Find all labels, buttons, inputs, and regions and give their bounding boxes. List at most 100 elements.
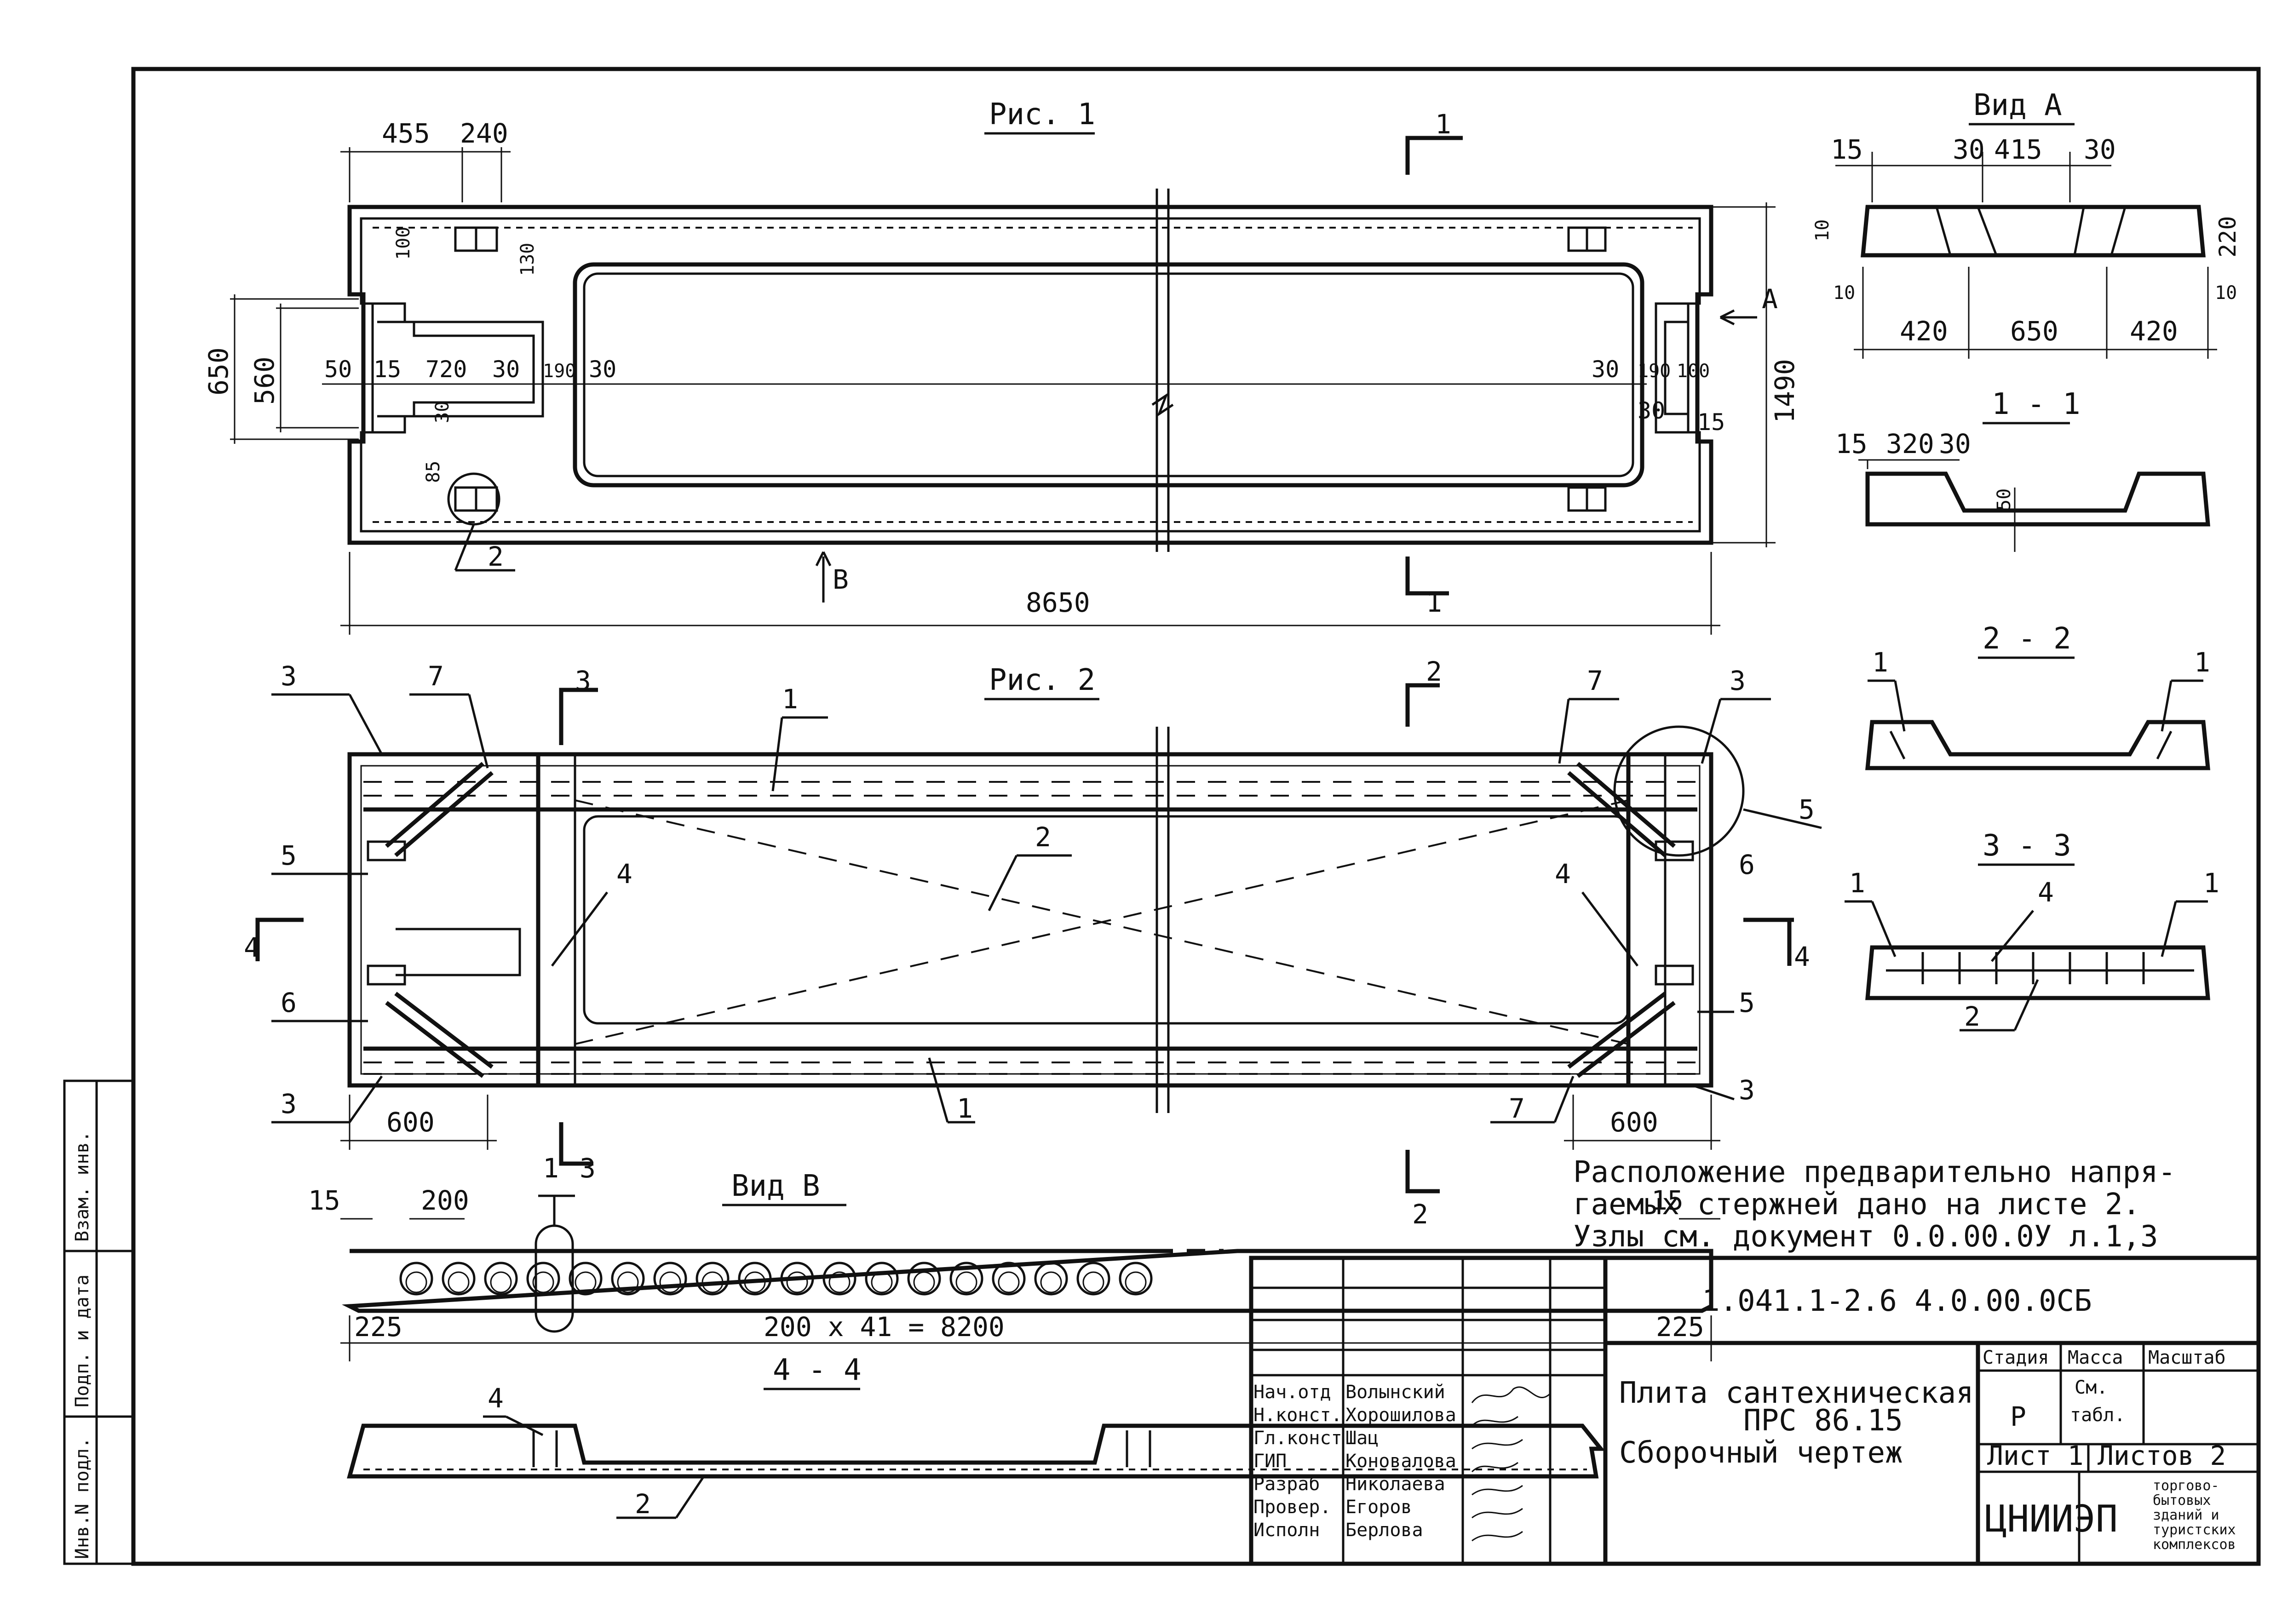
vid-a-dim-30b: 30 <box>2084 134 2116 165</box>
vid-a-dim-10b: 10 <box>1833 282 1855 304</box>
fig1-dim-100: 100 <box>393 227 414 260</box>
fig2-label-7-br: 7 <box>1509 1093 1525 1124</box>
sec44-label-4: 4 <box>488 1383 504 1414</box>
stamp-stage-val: Р <box>2010 1401 2026 1432</box>
vid-a-dim-415: 415 <box>1994 134 2042 165</box>
vid-b-callout-1: 1 <box>543 1153 559 1184</box>
fig2-slab-outline <box>347 752 1713 1088</box>
sec33-label-1a: 1 <box>1849 867 1865 899</box>
vid-a-dim-220: 220 <box>2214 216 2241 258</box>
fig1-dim-r100: 100 <box>1677 361 1710 382</box>
sec33-title: 3 - 3 <box>1983 829 2071 863</box>
stamp-doc-code: 1.041.1-2.6 4.0.00.0СБ <box>1702 1284 2092 1318</box>
fig2-dim-600-right: 600 <box>1610 1107 1658 1138</box>
vid-b-hole <box>949 1262 983 1296</box>
role-3: ГИП <box>1253 1451 1287 1472</box>
fig2-sec3-top: 3 <box>575 665 591 696</box>
section-2-2: 2 - 2 1 1 <box>1865 622 2210 770</box>
vid-b-dim-15r: 15 <box>1651 1185 1684 1216</box>
fig1-dim-30a: 30 <box>492 356 520 383</box>
fig1-dim-85: 85 <box>423 461 444 483</box>
vid-b-hole <box>442 1262 476 1296</box>
note-line-2: гаемых стержней дано на листе 2. <box>1573 1188 2140 1222</box>
vid-a-dim-10c: 10 <box>2215 282 2237 304</box>
vid-b-hole-inner <box>786 1271 808 1293</box>
stamp-org-desc-5: комплексов <box>2153 1537 2236 1553</box>
vid-b-dim-200: 200 <box>421 1185 469 1216</box>
fig1-dim-r15: 15 <box>1697 409 1725 436</box>
fig1-right-pocket <box>1655 302 1697 434</box>
role-0: Нач.отд <box>1253 1382 1331 1403</box>
sec11-title: 1 - 1 <box>1992 387 2081 421</box>
sec22-label-1b: 1 <box>2194 647 2210 678</box>
fig2-label-7-tr: 7 <box>1587 665 1603 696</box>
vid-b-hole <box>484 1262 518 1296</box>
stamp-org-desc-2: бытовых <box>2153 1492 2211 1509</box>
vid-b-hole-inner <box>575 1271 597 1293</box>
section-3-3: 3 - 3 1 4 1 2 <box>1845 829 2219 1032</box>
fig1-dim-130: 130 <box>517 243 538 276</box>
vid-b-hole <box>738 1262 772 1296</box>
vid-b-hole-inner <box>828 1271 851 1293</box>
fig1-dim-15: 15 <box>374 356 401 383</box>
fig2-sec2-top: 2 <box>1426 656 1442 687</box>
vid-b-hole-inner <box>701 1271 724 1293</box>
fig1-opening <box>573 262 1644 488</box>
vid-b-hole-inner <box>1040 1271 1062 1293</box>
role-4: Разраб <box>1253 1474 1320 1495</box>
vid-b-title: Вид В <box>731 1169 820 1203</box>
figure-1: Рис. 1 455 240 <box>203 98 1800 635</box>
fig1-callout-2: 2 <box>488 541 504 572</box>
fig1-dim-240: 240 <box>460 118 508 149</box>
vid-b-hole <box>865 1262 899 1296</box>
stamp-org-desc-3: зданий и <box>2153 1507 2219 1523</box>
sec22-label-1a: 1 <box>1872 647 1888 678</box>
sec11-dim-30: 30 <box>1939 428 1971 459</box>
role-2: Гл.конст <box>1253 1428 1342 1449</box>
sec11-dim-15: 15 <box>1835 428 1868 459</box>
fig1-dim-r30b: 30 <box>1638 397 1665 424</box>
fig2-label-6-r: 6 <box>1739 849 1755 880</box>
vid-b-callout-box <box>535 1224 574 1333</box>
sec44-profile <box>347 1423 1605 1479</box>
name-2: Шац <box>1345 1428 1379 1449</box>
sidebar-sign-date: Подп. и дата <box>72 1274 93 1407</box>
vid-b-hole-inner <box>405 1271 427 1293</box>
fig1-title: Рис. 1 <box>989 98 1095 132</box>
section-4-4: 4 - 4 4 2 <box>347 1353 1605 1520</box>
vid-a-dim-30a: 30 <box>1953 134 1985 165</box>
vid-b-holes <box>399 1262 1153 1296</box>
name-1: Хорошилова <box>1345 1405 1456 1426</box>
vid-b-hole-inner <box>913 1271 935 1293</box>
stamp-mass-hdr: Масса <box>2068 1347 2123 1368</box>
fig1-dim-190: 190 <box>543 361 576 382</box>
role-1: Н.конст. <box>1253 1405 1342 1426</box>
fig1-dim-8650: 8650 <box>1026 587 1090 618</box>
sec22-profile <box>1865 720 2210 770</box>
sec33-label-4: 4 <box>2038 877 2054 908</box>
fig2-label-1-top: 1 <box>782 683 798 715</box>
fig1-dim-r190: 190 <box>1638 361 1671 382</box>
vid-b-hole <box>611 1262 645 1296</box>
vid-b-hole-inner <box>1125 1271 1147 1293</box>
sheet-frame <box>131 67 2261 1566</box>
fig2-sec3-bot: 3 <box>580 1153 596 1184</box>
figure-2: Рис. 2 3 7 1 5 <box>244 656 1822 1230</box>
vid-b-hole-inner <box>871 1271 893 1293</box>
vid-a-dim-420b: 420 <box>2130 316 2178 347</box>
fig1-dim-455: 455 <box>382 118 430 149</box>
fig2-label-1-bot: 1 <box>957 1093 973 1124</box>
sec33-label-2: 2 <box>1964 1001 1980 1032</box>
name-5: Егоров <box>1345 1497 1412 1518</box>
fig1-dim-1490: 1490 <box>1769 359 1800 423</box>
vid-b-dim-15l: 15 <box>308 1185 340 1216</box>
fig1-dim-650: 650 <box>203 347 234 396</box>
vid-b-hole <box>1034 1262 1068 1296</box>
vid-b-hole-inner <box>1082 1271 1104 1293</box>
vid-b-hole <box>822 1262 856 1296</box>
fig2-label-4-l: 4 <box>616 858 632 889</box>
sidebar-inv-num: Инв.N подл. <box>72 1437 93 1559</box>
fig1-dim-30v: 30 <box>432 401 453 423</box>
fig2-label-3-tl: 3 <box>281 660 297 692</box>
fig1-dim-720: 720 <box>425 356 467 383</box>
